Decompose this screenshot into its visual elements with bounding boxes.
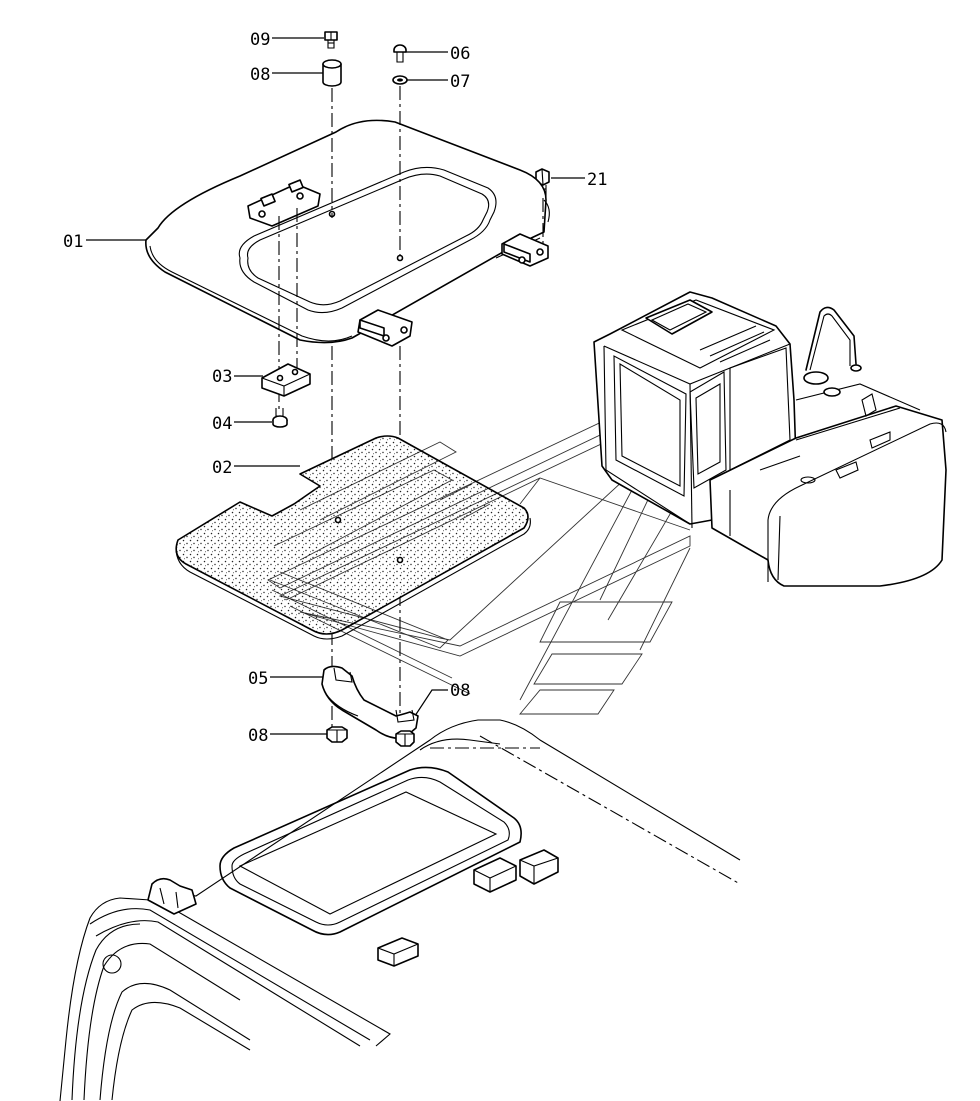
svg-text:02: 02: [212, 458, 232, 478]
label-05: 05: [248, 669, 324, 689]
bolt-06: [393, 44, 407, 63]
label-01: 01: [63, 232, 146, 252]
washer-07: [392, 75, 408, 85]
svg-text:04: 04: [212, 414, 232, 434]
spacer-09: [322, 59, 342, 87]
hinge-plate: [261, 363, 311, 397]
screw: [272, 408, 288, 428]
nut-left: [326, 726, 348, 743]
label-08-left: 07 08: [248, 726, 328, 746]
svg-text:05: 05: [248, 669, 268, 689]
label-04: 04: [212, 414, 272, 434]
svg-text:06: 06: [450, 44, 470, 64]
label-06: 06: [404, 44, 470, 64]
svg-text:08: 08: [250, 65, 270, 85]
cab-roof-context: [59, 719, 741, 1101]
label-21: 21: [551, 170, 607, 190]
mat: [175, 435, 531, 640]
bolt-10: [324, 31, 338, 49]
nut-right: [395, 730, 415, 747]
svg-text:08: 08: [248, 726, 268, 746]
label-09: 08: [250, 65, 324, 85]
label-03: 03: [212, 367, 263, 387]
svg-text:01: 01: [63, 232, 83, 252]
label-02: 02: [212, 458, 300, 478]
handle: [321, 665, 419, 740]
svg-text:07: 07: [450, 72, 470, 92]
svg-text:03: 03: [212, 367, 232, 387]
roof-cover: [145, 119, 550, 347]
svg-text:08: 08: [450, 681, 470, 701]
label-10: 09: [250, 30, 324, 50]
label-07: 07: [404, 72, 470, 92]
excavator-inset: [593, 291, 947, 587]
svg-text:09: 09: [250, 30, 270, 50]
svg-text:21: 21: [587, 170, 607, 190]
